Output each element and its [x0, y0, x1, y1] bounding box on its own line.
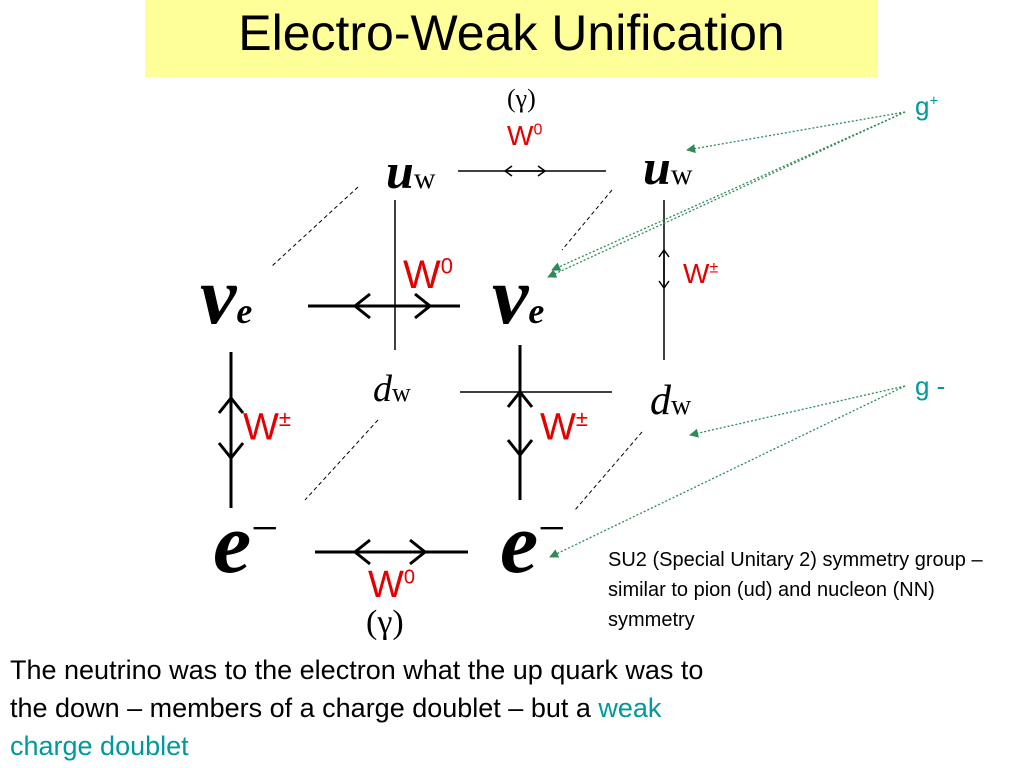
arrow-large-vertical-right [506, 389, 534, 458]
photon-label-top: (γ) [507, 84, 536, 113]
symbol-electron-right: e− [500, 495, 566, 591]
symbol-dw-front: dw [650, 378, 692, 424]
arrow-small-vertical [658, 248, 670, 290]
page-title: Electro-Weak Unification [238, 5, 785, 61]
arrow-large-vertical-left [217, 395, 245, 461]
generator-arrows-minus [549, 385, 906, 558]
symbol-electron-left: e− [213, 495, 279, 591]
w0-label-middle: W0 [403, 253, 454, 297]
symbol-uw-front: uw [643, 139, 693, 195]
generator-arrows-plus [547, 111, 906, 278]
w0-label-top: W0 [507, 120, 543, 151]
su2-note: SU2 (Special Unitary 2) symmetry group –… [608, 549, 983, 631]
dashed-depth-lines [271, 186, 643, 511]
arrow-large-horizontal-top [352, 292, 433, 320]
arrow-large-horizontal-bottom [352, 538, 428, 566]
title-banner: Electro-Weak Unification [145, 0, 878, 77]
w0-label-bottom: W0 [368, 564, 415, 606]
generator-g-minus: g - [915, 371, 946, 401]
symbol-nu-e-right: νe [492, 250, 545, 341]
wpm-label-middle: W± [540, 406, 588, 449]
caption-text: The neutrino was to the electron what th… [10, 651, 730, 765]
caption-main: The neutrino was to the electron what th… [10, 655, 704, 723]
wpm-label-right-small: W± [683, 258, 719, 289]
wpm-label-left: W± [243, 406, 291, 449]
photon-label-bottom: (γ) [366, 604, 404, 641]
generator-g-plus: g+ [915, 91, 939, 121]
arrow-small-horizontal [503, 165, 547, 177]
symbol-uw-back: uw [386, 143, 436, 199]
symbol-dw-back: dw [373, 368, 411, 410]
caption-highlight: weak charge doublet [10, 693, 662, 761]
symbol-nu-e-left: νe [200, 250, 253, 341]
